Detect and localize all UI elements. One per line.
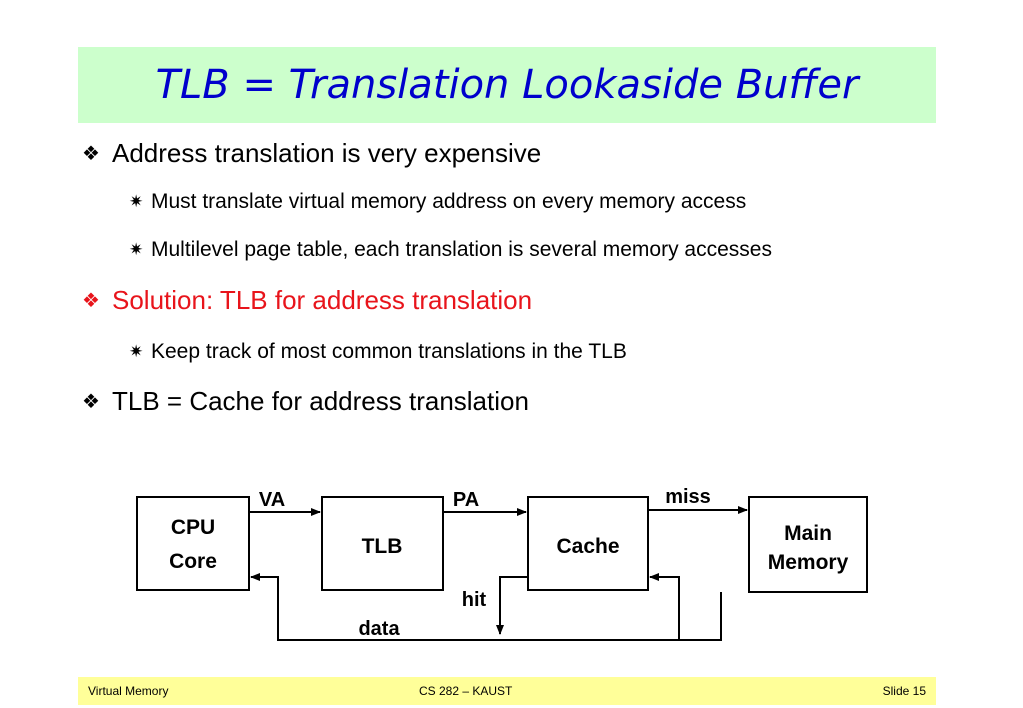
bullet-1: ❖ Address translation is very expensive bbox=[82, 138, 541, 169]
diamond-bullet-icon: ❖ bbox=[82, 141, 100, 165]
bullet-3: ❖ TLB = Cache for address translation bbox=[82, 386, 529, 417]
bullet-1-1-text: Must translate virtual memory address on… bbox=[151, 190, 747, 213]
slide-title: TLB = Translation Lookaside Buffer bbox=[155, 62, 859, 108]
footer-bar: Virtual Memory CS 282 – KAUST Slide 15 bbox=[78, 677, 936, 705]
asterisk-bullet-icon: ✷ bbox=[129, 240, 144, 260]
footer-left: Virtual Memory bbox=[88, 684, 169, 698]
asterisk-bullet-icon: ✷ bbox=[129, 192, 144, 212]
cache-box bbox=[527, 496, 649, 591]
memory-label-line2: Memory bbox=[768, 551, 849, 574]
main-memory-box bbox=[748, 496, 868, 593]
bullet-2-text: Solution: TLB for address translation bbox=[112, 285, 533, 315]
asterisk-bullet-icon: ✷ bbox=[129, 342, 144, 362]
memory-label-line1: Main bbox=[784, 522, 832, 545]
bullet-1-text: Address translation is very expensive bbox=[112, 138, 542, 168]
diamond-bullet-icon: ❖ bbox=[82, 288, 100, 312]
pa-label: PA bbox=[453, 489, 479, 511]
cpu-core-box bbox=[136, 496, 250, 591]
tlb-label: TLB bbox=[362, 535, 403, 558]
tlb-box bbox=[321, 496, 444, 591]
diamond-bullet-icon: ❖ bbox=[82, 389, 100, 413]
cache-label: Cache bbox=[556, 535, 619, 558]
data-return-line bbox=[250, 573, 679, 641]
bullet-2-1: ✷ Keep track of most common translations … bbox=[129, 340, 627, 364]
cpu-label-line1: CPU bbox=[171, 516, 215, 539]
bullet-2: ❖ Solution: TLB for address translation bbox=[82, 285, 532, 316]
bullet-1-2-text: Multilevel page table, each translation … bbox=[151, 238, 772, 261]
bullet-2-1-text: Keep track of most common translations i… bbox=[151, 340, 627, 363]
bullet-1-1: ✷ Must translate virtual memory address o… bbox=[129, 190, 746, 214]
memory-return-line bbox=[649, 573, 722, 641]
hit-arrow bbox=[496, 576, 528, 635]
hit-label: hit bbox=[462, 589, 487, 611]
bullet-3-text: TLB = Cache for address translation bbox=[112, 386, 529, 416]
title-bar: TLB = Translation Lookaside Buffer bbox=[78, 47, 936, 123]
footer-center: CS 282 – KAUST bbox=[419, 684, 513, 698]
cpu-label-line2: Core bbox=[169, 550, 217, 573]
data-label: data bbox=[358, 618, 400, 640]
footer-slide-number: Slide 15 bbox=[882, 684, 926, 698]
bullet-1-2: ✷ Multilevel page table, each translation… bbox=[129, 238, 772, 262]
miss-label: miss bbox=[665, 486, 711, 508]
va-label: VA bbox=[259, 489, 285, 511]
